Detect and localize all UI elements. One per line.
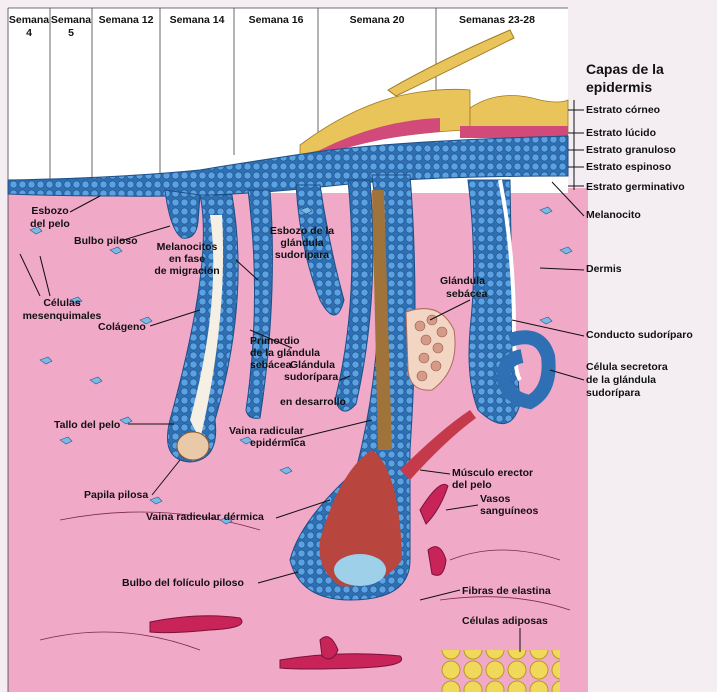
annotation-labels: Esbozo del pelo Bulbo piloso Células mes… bbox=[23, 205, 693, 627]
follicle-week16 bbox=[245, 189, 273, 419]
week20-header: Semana 20 bbox=[350, 14, 405, 26]
label-celula-secretora-1: Célula secretora bbox=[586, 361, 668, 373]
label-musculo-1: Músculo erector bbox=[452, 467, 533, 479]
label-celula-secretora-2: de la glándula bbox=[586, 374, 656, 386]
label-bulbo-foliculo: Bulbo del folículo piloso bbox=[122, 577, 244, 589]
layer-corneum: Estrato córneo bbox=[586, 104, 660, 116]
hair-papilla-week14 bbox=[176, 431, 210, 461]
mesenchymal-cells bbox=[29, 206, 573, 525]
follicle-week14-core bbox=[190, 215, 224, 440]
label-vasos-2: sanguíneos bbox=[480, 505, 539, 517]
week4-number: 4 bbox=[26, 27, 32, 39]
label-primordio-3: sebácea bbox=[250, 359, 292, 371]
epidermis-layer bbox=[7, 135, 569, 197]
layer-granulosum: Estrato granuloso bbox=[586, 144, 676, 156]
label-celulas-2: mesenquimales bbox=[23, 310, 102, 322]
label-musculo-2: del pelo bbox=[452, 479, 492, 491]
label-colageno: Colágeno bbox=[98, 321, 146, 333]
week5-number: 5 bbox=[68, 27, 74, 39]
week14-header: Semana 14 bbox=[170, 14, 225, 26]
label-melanocitos-3: de migración bbox=[154, 265, 219, 277]
follicle-papilla bbox=[334, 554, 386, 586]
fat-cells bbox=[440, 650, 560, 692]
label-bulbo-piloso: Bulbo piloso bbox=[74, 235, 138, 247]
hair-shaft bbox=[372, 190, 392, 450]
label-adiposas: Células adiposas bbox=[462, 615, 548, 627]
epidermis-title-line2: epidermis bbox=[586, 79, 652, 95]
label-glandula-sebacea-1: Glándula bbox=[440, 275, 485, 287]
label-conducto: Conducto sudoríparo bbox=[586, 329, 693, 341]
hair-shaft-emerging bbox=[387, 29, 515, 97]
elastin-fibers bbox=[39, 511, 571, 651]
label-glandula-desarrollo-3: en desarrollo bbox=[280, 396, 346, 408]
blood-vessels bbox=[149, 484, 449, 670]
label-dermis: Dermis bbox=[586, 263, 622, 275]
label-vaina-epidermica-1: Vaina radicular bbox=[229, 425, 304, 437]
follicle-bulb bbox=[319, 450, 402, 587]
label-esbozo-pelo-1: Esbozo bbox=[31, 205, 68, 217]
sweat-gland-coil bbox=[496, 330, 556, 410]
label-vaina-epidermica-2: epidérmica bbox=[250, 437, 306, 449]
developing-sweat-gland bbox=[334, 179, 374, 412]
epidermis-title-line1: Capas de la bbox=[586, 61, 664, 77]
week16-header: Semana 16 bbox=[249, 14, 304, 26]
label-celula-secretora-3: sudorípara bbox=[586, 387, 640, 399]
label-esbozo-pelo-2: del pelo bbox=[30, 218, 70, 230]
layer-lucidum: Estrato lúcido bbox=[586, 127, 656, 139]
sweat-duct-lumen bbox=[498, 179, 522, 382]
sweat-gland-bud bbox=[295, 184, 345, 316]
label-melanocitos-1: Melanocitos bbox=[157, 241, 218, 253]
label-glandula-sebacea-2: sebácea bbox=[446, 288, 488, 300]
week-column-dividers bbox=[7, 7, 568, 692]
week23-28-header: Semanas 23-28 bbox=[459, 14, 535, 26]
stratum-corneum-drawing bbox=[299, 88, 569, 156]
label-papila: Papila pilosa bbox=[84, 489, 148, 501]
week12-header: Semana 12 bbox=[99, 14, 154, 26]
label-celulas-1: Células bbox=[43, 297, 81, 309]
label-esbozo-glandula-1: Esbozo de la bbox=[270, 225, 334, 237]
layer-germinativum: Estrato germinativo bbox=[586, 181, 685, 193]
label-esbozo-glandula-3: sudorípara bbox=[275, 249, 329, 261]
week5-title: Semana bbox=[51, 14, 91, 26]
label-glandula-desarrollo-1: Glándula bbox=[290, 359, 335, 371]
epidermis-layer-labels: Estrato córneo Estrato lúcido Estrato gr… bbox=[586, 104, 685, 193]
label-melanocitos-2: en fase bbox=[169, 253, 205, 265]
label-glandula-desarrollo-2: sudorípara bbox=[284, 371, 338, 383]
label-vaina-dermica: Vaina radicular dérmica bbox=[146, 511, 264, 523]
label-tallo: Tallo del pelo bbox=[54, 419, 120, 431]
label-vasos-1: Vasos bbox=[480, 493, 511, 505]
label-esbozo-glandula-2: glándula bbox=[280, 237, 323, 249]
label-fibras: Fibras de elastina bbox=[462, 585, 551, 597]
label-primordio-2: de la glándula bbox=[250, 347, 320, 359]
week4-title: Semana bbox=[9, 14, 49, 26]
layer-spinosum: Estrato espinoso bbox=[586, 161, 671, 173]
arrector-muscle bbox=[400, 410, 476, 480]
epidermis-bracket-lines bbox=[568, 100, 584, 190]
label-melanocito: Melanocito bbox=[586, 209, 641, 221]
hair-bud bbox=[164, 189, 201, 239]
week-headers: Semana 4 Semana 5 Semana 12 Semana 14 Se… bbox=[9, 14, 535, 39]
leader-lines bbox=[19, 181, 585, 652]
